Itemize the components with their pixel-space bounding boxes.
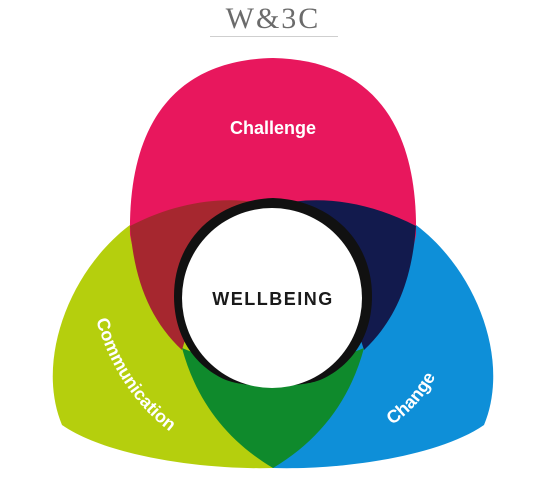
center-label-wellbeing: WELLBEING [212,289,334,309]
diagram-title: W&3C [225,2,321,35]
center-circle [182,208,362,388]
title-divider [210,36,338,37]
petal-label-challenge: Challenge [230,118,316,138]
